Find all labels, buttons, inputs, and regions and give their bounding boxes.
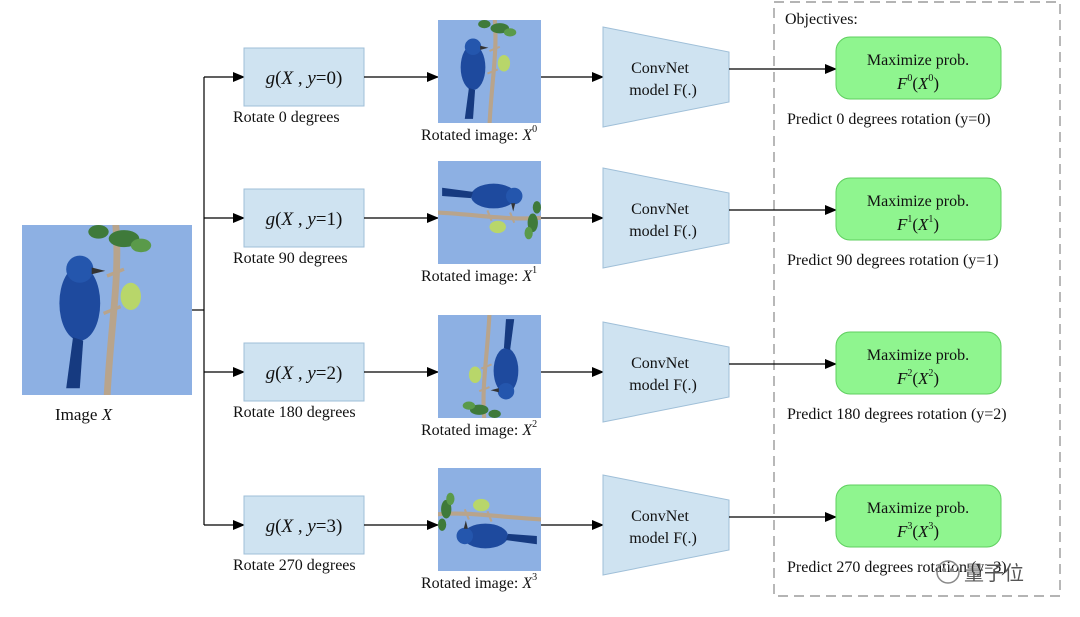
svg-text:ConvNet: ConvNet bbox=[631, 355, 689, 372]
svg-text:ConvNet: ConvNet bbox=[631, 60, 689, 77]
svg-text:ConvNet: ConvNet bbox=[631, 508, 689, 525]
rotate-label: Rotate 90 degrees bbox=[233, 250, 348, 267]
transform-formula: g(X , y=0) bbox=[266, 68, 343, 89]
svg-text:model F(.): model F(.) bbox=[629, 377, 697, 394]
svg-text:model F(.): model F(.) bbox=[629, 530, 697, 547]
rotated-image bbox=[436, 161, 543, 264]
objective-formula: F0(X0) bbox=[896, 73, 939, 93]
objective-box: Maximize prob. F1(X1) bbox=[835, 177, 1002, 241]
objectives-region bbox=[773, 1, 1061, 597]
svg-text:Maximize prob.: Maximize prob. bbox=[867, 347, 969, 364]
transform-box: g(X , y=2) bbox=[243, 342, 365, 402]
rotate-label: Rotate 270 degrees bbox=[233, 557, 356, 574]
predict-label: Predict 90 degrees rotation (y=1) bbox=[787, 252, 999, 269]
objective-formula: F1(X1) bbox=[896, 214, 939, 234]
rotated-image-label: Rotated image: X3 bbox=[421, 572, 537, 592]
rotated-image bbox=[438, 18, 541, 125]
rotate-label: Rotate 0 degrees bbox=[233, 109, 340, 126]
branch-connectors bbox=[192, 77, 205, 525]
convnet-model: ConvNet model F(.) bbox=[602, 321, 730, 423]
rotated-image-label: Rotated image: X1 bbox=[421, 265, 537, 285]
transform-box: g(X , y=3) bbox=[243, 495, 365, 555]
convnet-model: ConvNet model F(.) bbox=[602, 474, 730, 576]
svg-text:model F(.): model F(.) bbox=[629, 223, 697, 240]
convnet-model: ConvNet model F(.) bbox=[602, 26, 730, 128]
watermark-text: 量子位 bbox=[964, 561, 1024, 585]
transform-formula: g(X , y=3) bbox=[266, 516, 343, 537]
rotated-image-label: Rotated image: X0 bbox=[421, 124, 537, 144]
objective-formula: F2(X2) bbox=[896, 368, 939, 388]
transform-box: g(X , y=1) bbox=[243, 188, 365, 248]
rotated-image bbox=[438, 313, 541, 420]
transform-formula: g(X , y=2) bbox=[266, 363, 343, 384]
convnet-model: ConvNet model F(.) bbox=[602, 167, 730, 269]
transform-box: g(X , y=0) bbox=[243, 47, 365, 107]
image-label: Image X bbox=[55, 405, 113, 424]
predict-label: Predict 180 degrees rotation (y=2) bbox=[787, 406, 1007, 423]
watermark: 量子位 bbox=[936, 560, 1024, 585]
predict-label: Predict 0 degrees rotation (y=0) bbox=[787, 111, 991, 128]
objective-box: Maximize prob. F0(X0) bbox=[835, 36, 1002, 100]
objectives-title: Objectives: bbox=[785, 11, 858, 28]
original-image bbox=[22, 222, 192, 399]
objective-box: Maximize prob. F3(X3) bbox=[835, 484, 1002, 548]
objective-box: Maximize prob. F2(X2) bbox=[835, 331, 1002, 395]
svg-text:model F(.): model F(.) bbox=[629, 82, 697, 99]
rotated-image bbox=[436, 468, 543, 571]
rotated-image-label: Rotated image: X2 bbox=[421, 419, 537, 439]
objective-formula: F3(X3) bbox=[896, 521, 939, 541]
svg-text:ConvNet: ConvNet bbox=[631, 201, 689, 218]
svg-text:Maximize prob.: Maximize prob. bbox=[867, 52, 969, 69]
transform-formula: g(X , y=1) bbox=[266, 209, 343, 230]
svg-text:Maximize prob.: Maximize prob. bbox=[867, 500, 969, 517]
rotate-label: Rotate 180 degrees bbox=[233, 404, 356, 421]
svg-text:Maximize prob.: Maximize prob. bbox=[867, 193, 969, 210]
